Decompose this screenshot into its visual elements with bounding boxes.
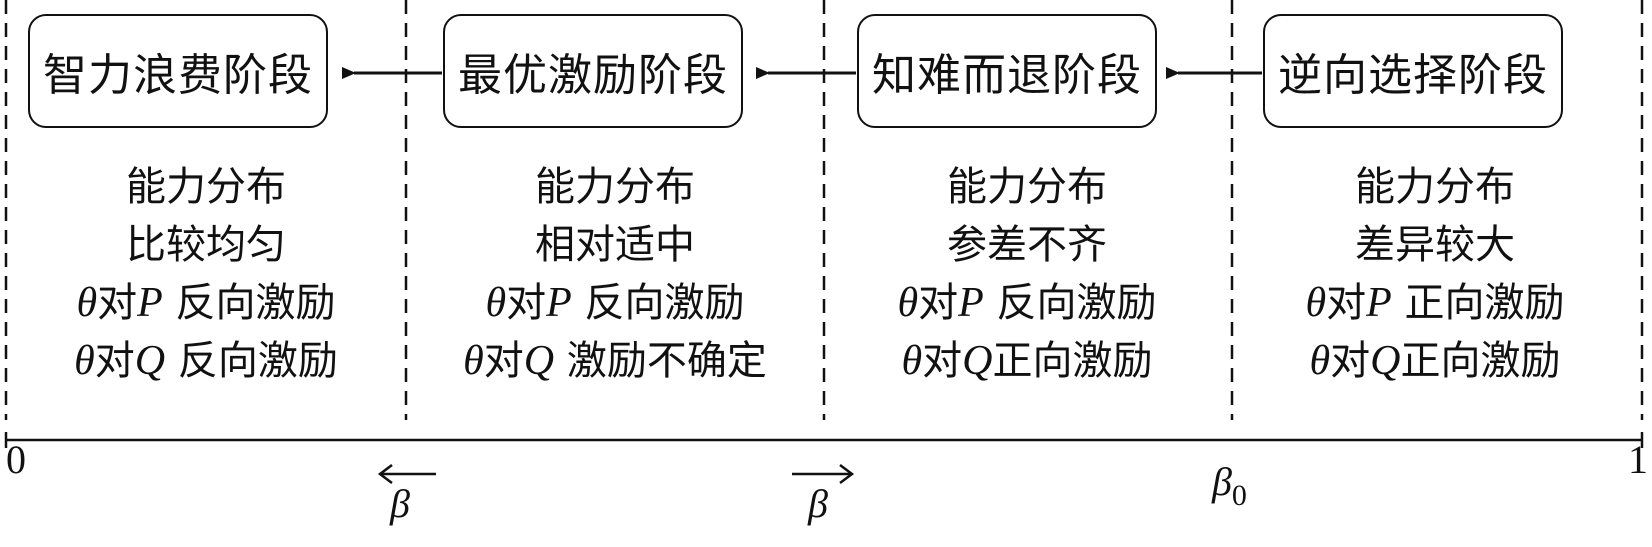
dui-text: 对 [1330,338,1371,384]
desc-line: 参差不齐 [947,222,1107,268]
q-effect: 正向激励 [1400,338,1561,384]
stage-title: 智力浪费阶段 [43,50,313,101]
p-effect: 正向激励 [1404,280,1565,326]
beta-left-label: β [390,481,410,526]
desc-line-p: θ对P 正向激励 [1240,274,1630,332]
p-effect: 反向激励 [175,280,336,326]
dui-text: 对 [483,338,524,384]
axis-start-label: 0 [6,437,26,482]
dui-text: 对 [97,280,138,326]
desc-line: 能力分布 [126,164,286,210]
theta-symbol: θ [897,280,919,326]
theta-symbol: θ [463,338,484,384]
theta-symbol: θ [901,338,923,384]
stage-description-4: 能力分布 差异较大 θ对P 正向激励 θ对Q正向激励 [1240,158,1630,390]
theta-symbol: θ [74,338,95,384]
beta-left-arrow-head [377,464,393,484]
p-symbol: P [958,280,984,326]
stage-title: 逆向选择阶段 [1278,50,1548,101]
beta-arrows [377,464,855,484]
stage-description-1: 能力分布 比较均匀 θ对P 反向激励 θ对Q 反向激励 [11,158,401,390]
stage-box-intellect-waste: 智力浪费阶段 [28,14,328,128]
stage-box-adverse-selection: 逆向选择阶段 [1263,14,1563,128]
desc-line: 能力分布 [535,164,695,210]
desc-line-q: θ对Q 反向激励 [11,332,401,390]
desc-line: 能力分布 [1355,164,1515,210]
stage-description-3: 能力分布 参差不齐 θ对P 反向激励 θ对Q正向激励 [832,158,1222,390]
desc-line-q: θ对Q正向激励 [1240,332,1630,390]
p-symbol: P [137,280,163,326]
q-symbol: Q [523,338,555,384]
beta-right-arrow-head [839,464,855,484]
stage-description-2: 能力分布 相对适中 θ对P 反向激励 θ对Q 激励不确定 [420,158,810,390]
desc-line-q: θ对Q 激励不确定 [420,332,810,390]
stage-box-optimal-incentive: 最优激励阶段 [443,14,743,128]
theta-symbol: θ [1309,338,1331,384]
desc-line: 相对适中 [535,222,695,268]
p-symbol: P [1366,280,1392,326]
q-symbol: Q [962,338,993,384]
desc-line: 比较均匀 [126,222,286,268]
q-symbol: Q [1370,338,1401,384]
desc-line-q: θ对Q正向激励 [832,332,1222,390]
beta0-symbol: β [1212,459,1232,504]
axis [4,432,1644,448]
q-effect: 激励不确定 [566,338,767,384]
dui-text: 对 [918,280,959,326]
theta-symbol: θ [1305,280,1327,326]
beta0-label: β0 [1212,458,1247,512]
q-effect: 正向激励 [992,338,1153,384]
dui-text: 对 [922,338,963,384]
q-symbol: Q [134,338,166,384]
dui-text: 对 [506,280,547,326]
dui-text: 对 [94,338,135,384]
stage-box-retreat: 知难而退阶段 [857,14,1157,128]
p-effect: 反向激励 [996,280,1157,326]
stage-title: 知难而退阶段 [872,50,1142,101]
boundary-lines [4,0,1644,420]
p-effect: 反向激励 [584,280,745,326]
beta0-subscript: 0 [1231,479,1247,512]
desc-line-p: θ对P 反向激励 [11,274,401,332]
q-effect: 反向激励 [177,338,338,384]
desc-line: 差异较大 [1355,222,1515,268]
p-symbol: P [546,280,572,326]
stage-title: 最优激励阶段 [458,50,728,101]
theta-symbol: θ [485,280,507,326]
desc-line-p: θ对P 反向激励 [832,274,1222,332]
desc-line: 能力分布 [947,164,1107,210]
theta-symbol: θ [76,280,98,326]
beta-right-label: β [808,481,828,526]
dui-text: 对 [1326,280,1367,326]
desc-line-p: θ对P 反向激励 [420,274,810,332]
axis-end-label: 1 [1628,437,1648,482]
